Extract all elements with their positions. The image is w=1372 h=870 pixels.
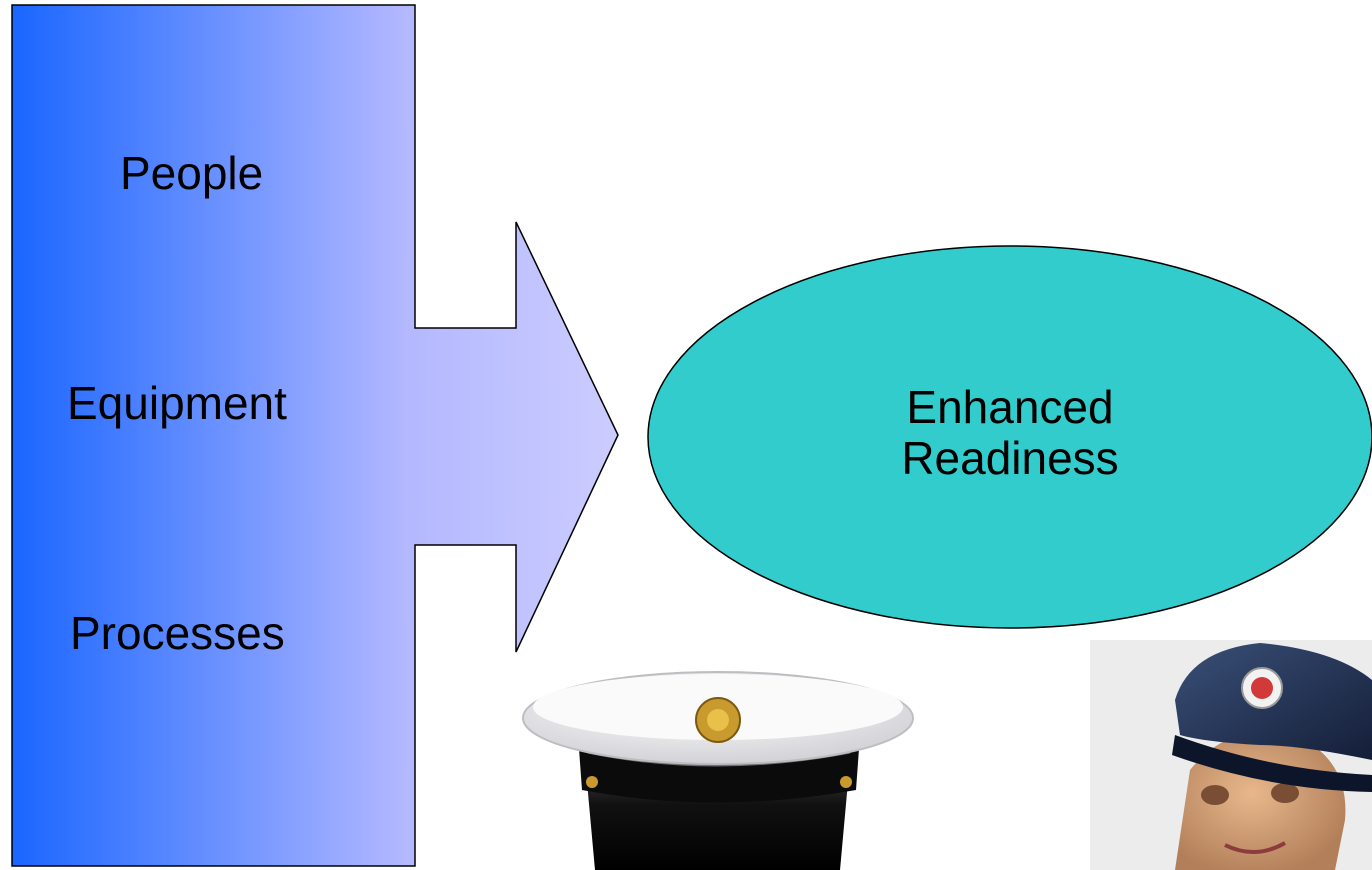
person-in-navy-cap-image: [1090, 640, 1372, 870]
outcome-label: Enhanced Readiness: [805, 382, 1215, 483]
input-label-people: People: [120, 147, 264, 199]
input-label-equipment: Equipment: [67, 377, 287, 429]
input-block-arrow: [11, 4, 619, 867]
outcome-label-line2: Readiness: [901, 431, 1119, 484]
marine-cap-image: [522, 671, 914, 870]
input-label-processes: Processes: [70, 607, 285, 659]
outcome-label-line1: Enhanced: [906, 381, 1114, 433]
outcome-ellipse: [647, 245, 1372, 629]
